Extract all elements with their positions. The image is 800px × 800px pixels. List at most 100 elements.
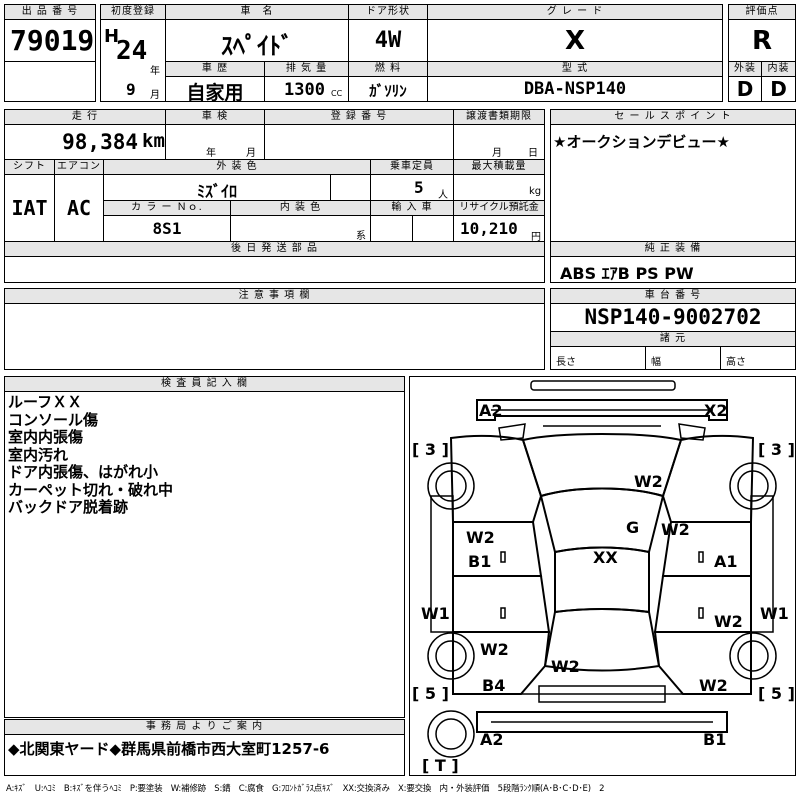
diagram-box (409, 376, 796, 776)
displacement-unit: CC (331, 89, 343, 98)
genuine-value: ABS ｴｱB PS PW (560, 264, 694, 283)
color-no-header: カ ラ ー Ｎｏ. (103, 200, 231, 216)
model-value: DBA-NSP140 (523, 79, 627, 99)
import-box-b (412, 215, 454, 242)
inspector-note-line: 室内内張傷 (8, 428, 84, 446)
inspection-month: 月 (246, 148, 256, 159)
spec-width: 幅 (651, 357, 661, 368)
later-parts-header: 後 日 発 送 部 品 (4, 241, 545, 257)
spec-length: 長さ (556, 357, 576, 368)
displacement-header: 排 気 量 (264, 61, 349, 77)
first-reg-header: 初度登録 (100, 4, 166, 20)
recycle-header: リサイクル預託金 (453, 200, 545, 216)
tire-rear-left: [ 5 ] (412, 684, 449, 703)
grade-value: X (564, 26, 586, 56)
mileage-header: 走 行 (4, 109, 166, 125)
transfer-month: 月 (492, 148, 502, 159)
max-load-unit: kg (529, 186, 542, 197)
sales-point-header: セ ー ル ス ポ イ ン ト (550, 109, 796, 125)
genuine-header: 純 正 装 備 (550, 241, 796, 257)
transfer-doc-header: 譲渡書類期限 (453, 109, 545, 125)
year-unit: 年 (150, 66, 160, 77)
mark-rocker-left: W1 (421, 604, 450, 623)
int-header: 内装 (761, 61, 796, 77)
import-box-a (370, 215, 413, 242)
mark-roof: XX (593, 548, 618, 567)
mark-rear-bumper-right: B1 (703, 730, 727, 749)
door-header: ドア形状 (348, 4, 428, 20)
car-name: ｽﾍﾟｲﾄﾞ (221, 32, 293, 60)
legend-text: A:ｷｽﾞ U:ﾍｺﾐ B:ｷｽﾞを伴うﾍｺﾐ P:要塗装 W:補修跡 S:錆 … (6, 784, 605, 794)
spare-tire: [ T ] (422, 756, 459, 775)
max-load-header: 最大積載量 (453, 159, 545, 175)
int-score: D (770, 77, 787, 101)
fuel-value: ｶﾞｿﾘﾝ (369, 82, 407, 100)
mileage-value: 98,384 (62, 130, 138, 154)
notes-box (4, 303, 545, 370)
first-reg-year: 24 (116, 36, 148, 66)
mark-rear-bumper-left: A2 (480, 730, 504, 749)
mark-fender-left: W2 (466, 528, 495, 547)
office-header: 事 務 局 よ り ご 案 内 (4, 719, 405, 735)
fuel-header: 燃 料 (348, 61, 428, 77)
color-no-value: 8S1 (152, 219, 182, 238)
inspector-note-line: ドア内張傷、はがれ小 (8, 463, 159, 481)
reg-no-header: 登 録 番 号 (264, 109, 454, 125)
notes-header: 注 意 事 項 欄 (4, 288, 545, 304)
ext-color-value: ﾐｽﾞｲﾛ (196, 182, 237, 201)
mark-front-bumper-left: A2 (479, 401, 503, 420)
int-box (761, 76, 796, 102)
chassis-value: NSP140-9002702 (584, 305, 762, 329)
mark-hood: W2 (634, 472, 663, 491)
import-header: 輸 入 車 (370, 200, 454, 216)
mark-rear-glass: W2 (551, 657, 580, 676)
model-header: 型 式 (427, 61, 723, 77)
capacity-header: 乗車定員 (370, 159, 454, 175)
ext-color-box-extra (330, 174, 371, 201)
mark-rocker-right: W1 (760, 604, 789, 623)
inspector-note-line: バックドア脱着跡 (8, 498, 129, 516)
inspector-note-line: 室内汚れ (8, 445, 69, 464)
displacement-value: 1300 (284, 80, 325, 100)
spec-height-box (720, 346, 796, 370)
door-value: 4W (374, 28, 402, 53)
inspector-note-line: コンソール傷 (8, 410, 99, 429)
inspector-box (4, 391, 405, 718)
mark-quarter-left: W2 (480, 640, 509, 659)
mileage-unit: km (142, 130, 165, 152)
history-header: 車 歴 (165, 61, 265, 77)
mark-fender-right: W2 (661, 520, 690, 539)
era-label: H (104, 26, 120, 47)
inspection-year: 年 (206, 148, 216, 159)
tire-front-right: [ 3 ] (758, 440, 795, 459)
score-header: 評価点 (728, 4, 796, 20)
later-parts-box (4, 256, 545, 283)
model-box (427, 76, 723, 102)
ext-header: 外装 (728, 61, 762, 77)
mark-door-front-left: B1 (468, 552, 492, 571)
tire-rear-right: [ 5 ] (758, 684, 795, 703)
shift-value: IAT (11, 196, 48, 220)
office-box (4, 734, 405, 776)
mark-door-front-right: A1 (714, 552, 738, 571)
mark-front-bumper-right: X2 (704, 401, 728, 420)
spec-height: 高さ (726, 357, 746, 368)
mark-rear-quarter-right: W2 (699, 676, 728, 695)
score-value: R (751, 26, 773, 56)
office-info: ◆北関東ヤード◆群馬県前橋市西大室町1257-6 (8, 740, 330, 758)
mark-rear-quarter-left: B4 (482, 676, 506, 695)
reg-no-box (264, 124, 454, 160)
inspector-header: 検 査 員 記 入 欄 (4, 376, 405, 392)
recycle-unit: 円 (531, 232, 541, 243)
inspector-note-line: カーペット切れ・破れ中 (8, 480, 174, 499)
int-color-header: 内 装 色 (230, 200, 371, 216)
ext-score: D (736, 77, 754, 101)
aircon-header: エアコン (54, 159, 104, 175)
inspector-notes: ルーフＸＸ コンソール傷 室内内張傷 室内汚れ ドア内張傷、はがれ小 カーペット… (8, 393, 174, 517)
month-unit: 月 (150, 90, 160, 101)
sales-point-text: ★オークションデビュー★ (553, 133, 730, 151)
chassis-header: 車 台 番 号 (550, 288, 796, 304)
car-diagram (427, 380, 777, 758)
tire-front-left: [ 3 ] (412, 440, 449, 459)
specs-header: 諸 元 (550, 331, 796, 347)
